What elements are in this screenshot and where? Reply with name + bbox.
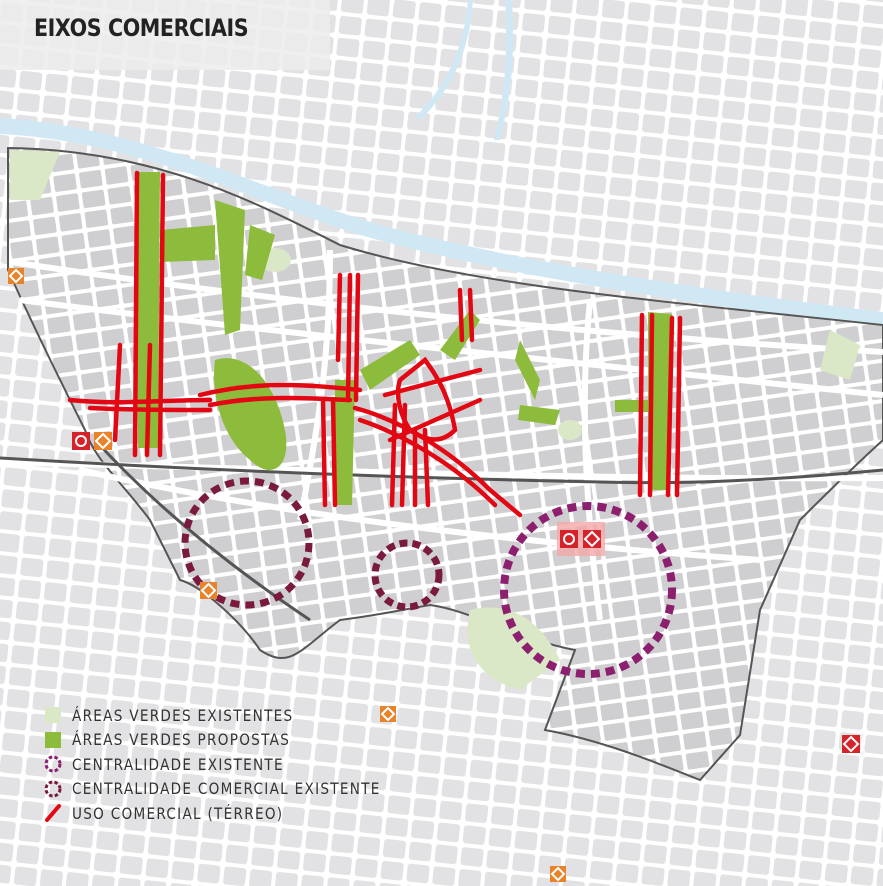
commercial-line-swatch-icon (45, 804, 61, 822)
legend-label: ÁREAS VERDES EXISTENTES (72, 705, 294, 725)
canal-2 (415, 0, 473, 120)
canal (494, 0, 514, 140)
metro-station-icon (8, 268, 24, 284)
legend-label: ÁREAS VERDES PROPOSTAS (72, 730, 291, 750)
green-existing-swatch-icon (45, 707, 61, 723)
metro-station-icon (380, 706, 396, 722)
commercial-centrality-2 (371, 539, 443, 611)
existing-green-areas (10, 150, 860, 690)
legend-label: CENTRALIDADE EXISTENTE (72, 754, 284, 774)
green-proposed-swatch-icon (45, 731, 61, 748)
commercial-use-lines (67, 170, 683, 518)
river (0, 118, 883, 328)
train-metro-station-icon (583, 530, 601, 548)
train-station-icon (560, 530, 578, 548)
metro-station-icon (550, 866, 566, 882)
metro-station-icon (200, 582, 217, 599)
centrality-1 (500, 502, 676, 678)
train-station-icon (72, 432, 90, 450)
train-station-icon (842, 735, 860, 753)
centrality-swatch-icon (44, 755, 62, 773)
title-area (0, 0, 330, 70)
legend-label: CENTRALIDADE COMERCIAL EXISTENTE (72, 779, 381, 799)
railway (0, 456, 883, 485)
commercial-centrality-1 (181, 477, 313, 609)
commercial-centrality-swatch-icon (44, 780, 62, 797)
map-title: EIXOS COMERCIAIS (34, 14, 249, 42)
metro-station-icon (94, 432, 112, 450)
station-icons (8, 268, 860, 882)
centrality-circles (181, 477, 676, 678)
legend-label: USO COMERCIAL (TÉRREO) (72, 803, 284, 823)
proposed-green-areas (136, 172, 672, 505)
